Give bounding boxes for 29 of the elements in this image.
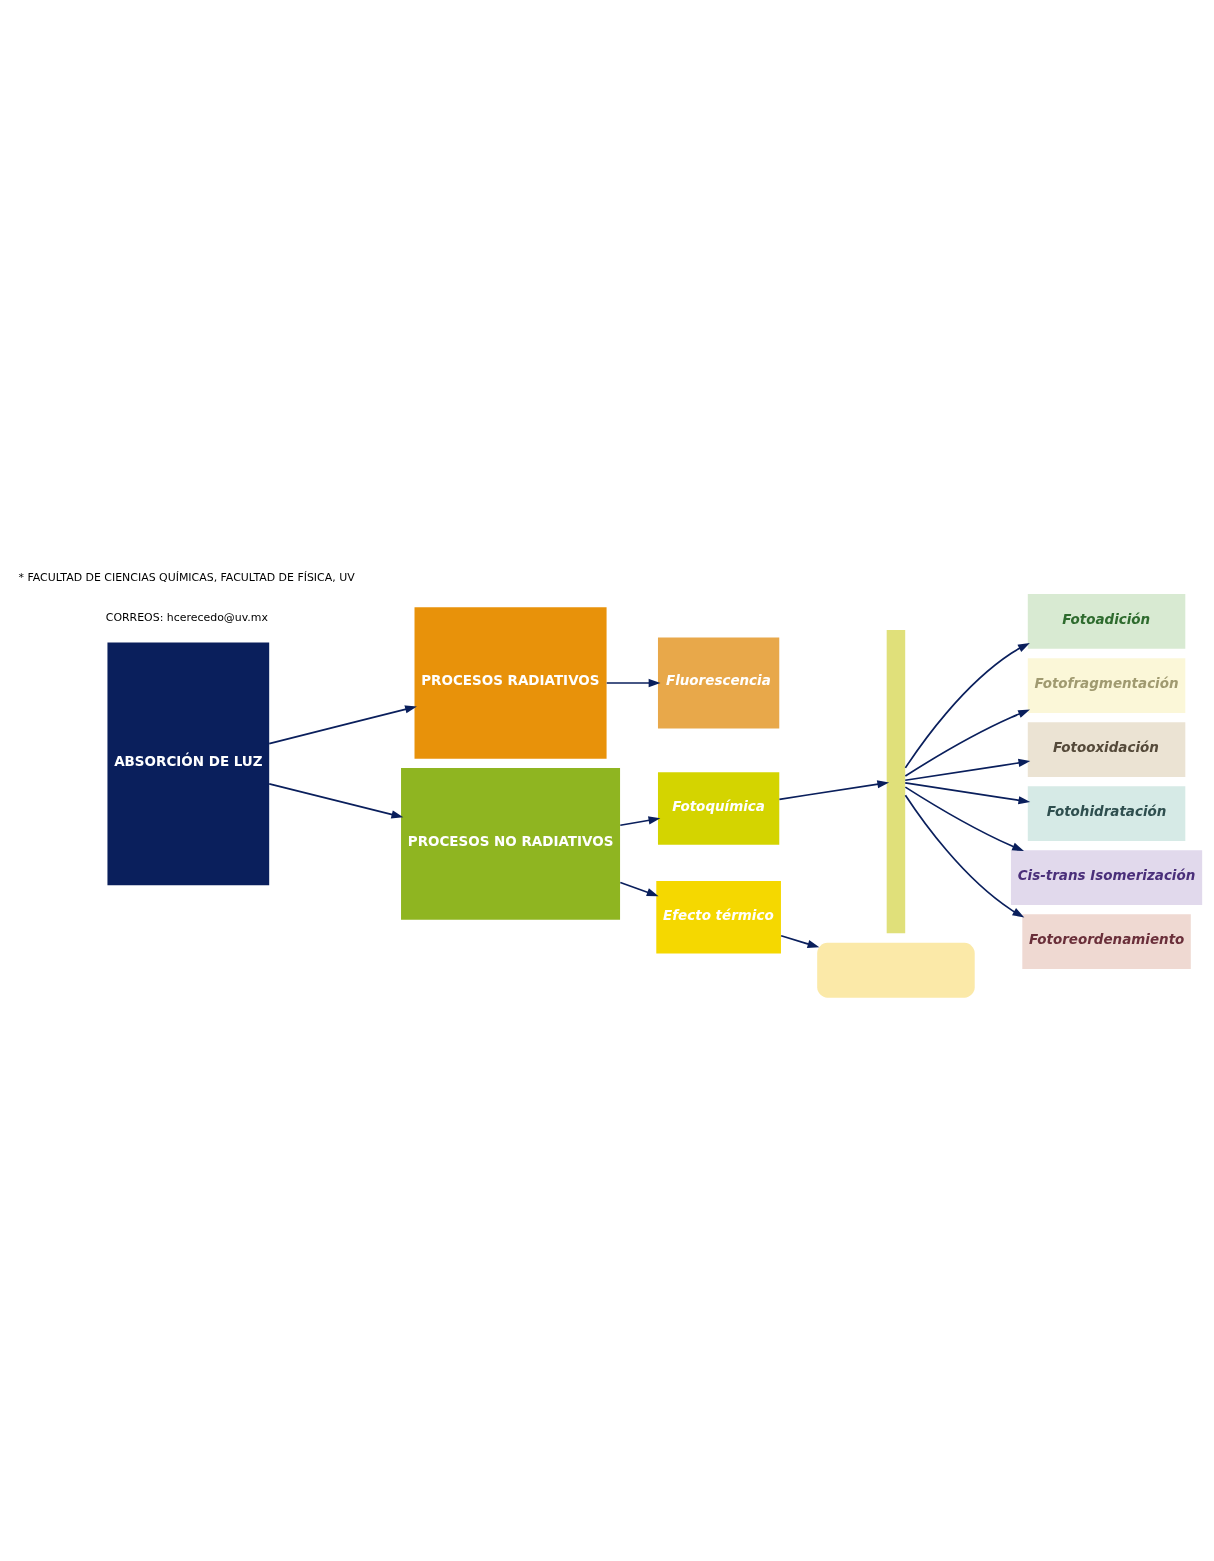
node-box: Fotoreordenamiento: [1022, 914, 1191, 969]
arrow: [780, 934, 820, 948]
node-box: [817, 942, 975, 998]
arrow: [605, 678, 661, 688]
node-box: Fluorescencia: [657, 637, 780, 729]
arrow: [904, 709, 1031, 777]
node-box: Fotoquímica: [657, 772, 780, 845]
node-box: Fotoadición: [1027, 594, 1186, 649]
arrow: [904, 782, 1031, 805]
label: * FACULTAD DE CIENCIAS QUÍMICAS, FACULTAD DE FÍSICA, UV: [18, 571, 355, 585]
arrow: [904, 794, 1025, 918]
arrow: [268, 705, 417, 745]
arrow: [904, 758, 1031, 782]
node-box: Efecto térmico: [656, 880, 781, 954]
label: CORREOS: hcerecedo@uv.mx: [105, 610, 268, 624]
node-box: PROCESOS NO RADIATIVOS: [401, 768, 621, 920]
arrow: [268, 783, 404, 819]
arrow: [904, 643, 1030, 769]
arrow: [619, 881, 659, 897]
arrow: [904, 786, 1024, 852]
arrow: [619, 816, 661, 827]
node-bar: [886, 629, 906, 934]
node-box: PROCESOS RADIATIVOS: [414, 607, 607, 759]
node-box: Fotohidratación: [1027, 786, 1186, 841]
node-box: Fotooxidación: [1027, 722, 1186, 777]
node-box: ABSORCIÓN DE LUZ: [107, 642, 270, 886]
node-box: Cis-trans Isomerización: [1010, 850, 1203, 905]
arrow: [778, 780, 890, 801]
node-box: Fotofragmentación: [1027, 658, 1186, 713]
